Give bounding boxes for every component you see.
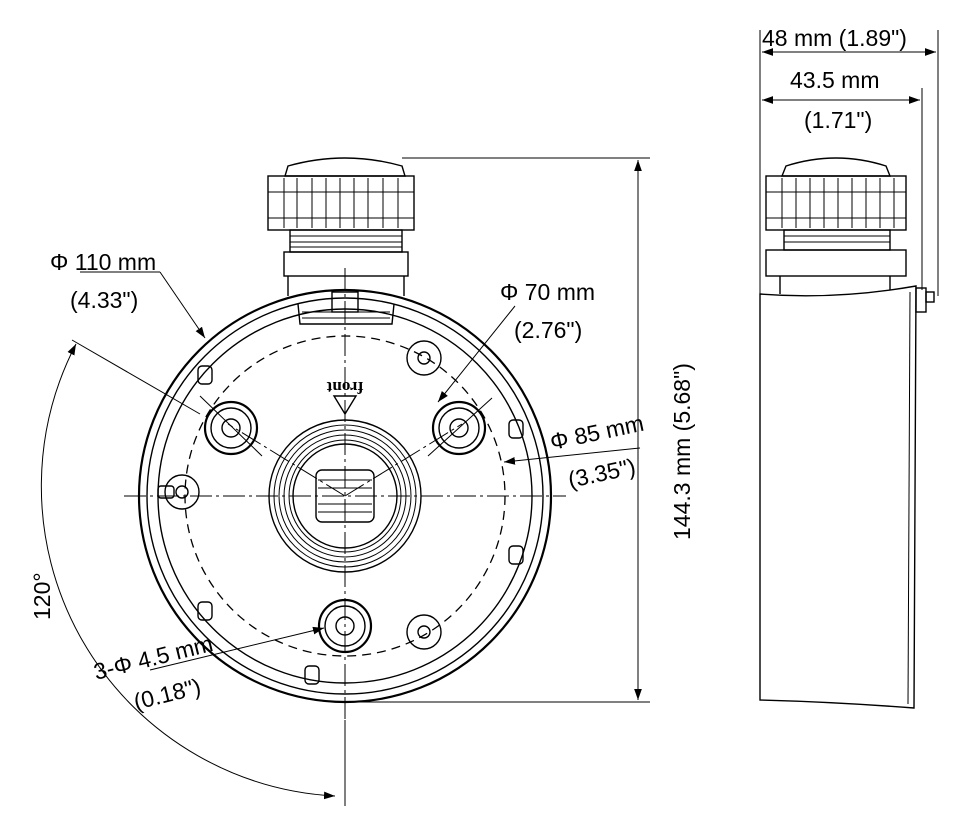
screw-boss-left xyxy=(203,400,259,456)
body-depth-label: 43.5 mm xyxy=(790,67,879,93)
total-depth-label: 48 mm (1.89") xyxy=(762,25,907,51)
angle-dimension: 120° xyxy=(29,339,346,806)
inner-diameter-inch: (2.76") xyxy=(514,317,582,343)
outer-diameter-callout: Φ 110 mm (4.33") xyxy=(50,249,206,339)
body-depth-inch: (1.71") xyxy=(804,107,872,133)
mounting-diameter-inch: (3.35") xyxy=(566,453,638,493)
angle-label: 120° xyxy=(29,572,55,620)
side-screw-holes xyxy=(164,340,442,650)
height-label: 144.3 mm (5.68") xyxy=(669,363,695,540)
mounting-diameter-callout: Φ 85 mm (3.35") xyxy=(503,410,646,493)
body-depth-dimension: 43.5 mm (1.71") xyxy=(762,67,923,290)
hole-callout: 3-Φ 4.5 mm (0.18") xyxy=(91,626,325,715)
inner-diameter-callout: Φ 70 mm (2.76") xyxy=(437,279,595,403)
mounting-diameter-label: Φ 85 mm xyxy=(548,410,646,455)
total-depth-dimension: 48 mm (1.89") xyxy=(759,25,939,296)
height-dimension: 144.3 mm (5.68") xyxy=(350,157,695,703)
inner-diameter-label: Φ 70 mm xyxy=(500,279,595,305)
side-view xyxy=(759,157,935,709)
hole-spec-inch: (0.18") xyxy=(131,673,204,715)
outer-diameter-inch: (4.33") xyxy=(70,287,138,313)
cable-gland xyxy=(267,157,415,296)
screw-boss-right xyxy=(431,400,487,456)
outer-diameter-label: Φ 110 mm xyxy=(50,249,156,275)
